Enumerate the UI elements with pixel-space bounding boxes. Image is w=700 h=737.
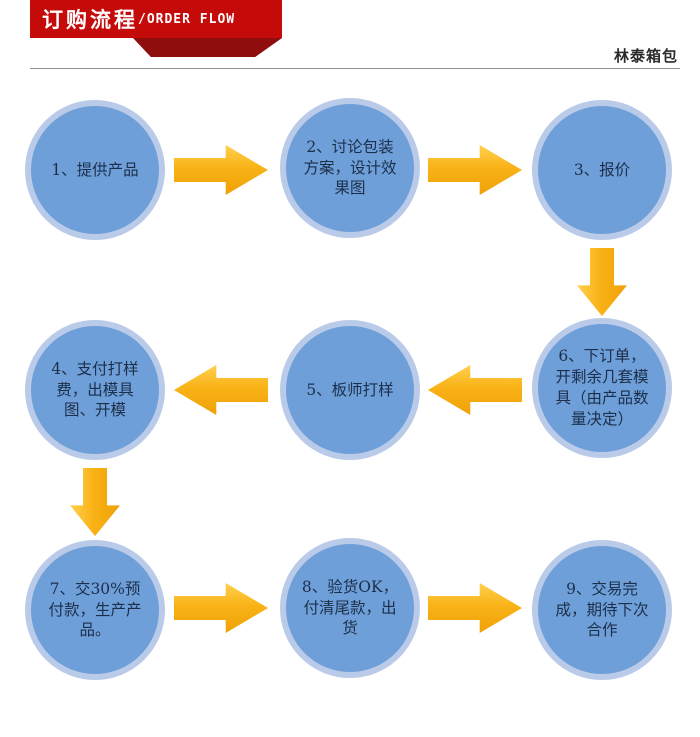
- arrow-1-to-2-icon: [174, 145, 268, 195]
- flow-node-4: 4、支付打样费，出模具图、开模: [25, 320, 165, 460]
- arrow-3-to-6-icon: [577, 248, 627, 316]
- flow-node-6: 6、下订单，开剩余几套模具（由产品数量决定）: [532, 318, 672, 458]
- page-title: 订购流程: [42, 8, 138, 32]
- arrow-8-to-9-icon: [428, 583, 522, 633]
- flow-node-1-label: 1、提供产品: [51, 160, 139, 179]
- arrow-6-to-5-icon: [428, 365, 522, 415]
- flow-node-3-label: 3、报价: [573, 160, 631, 179]
- flow-node-5: 5、板师打样: [280, 320, 420, 460]
- flow-node-8-label: 8、验货OK，付清尾款，出货: [301, 577, 399, 638]
- header-divider: [30, 68, 680, 69]
- flow-node-9: 9、交易完成，期待下次合作: [532, 540, 672, 680]
- flow-node-8: 8、验货OK，付清尾款，出货: [280, 538, 420, 678]
- flow-node-1: 1、提供产品: [25, 100, 165, 240]
- flow-node-2-label: 2、讨论包装方案，设计效果图: [303, 137, 397, 198]
- flow-node-7-label: 7、交30%预付款，生产产品。: [48, 579, 142, 640]
- arrow-5-to-4-icon: [174, 365, 268, 415]
- flow-node-9-label: 9、交易完成，期待下次合作: [555, 579, 649, 640]
- title-banner: 订购流程 /ORDER FLOW: [30, 0, 282, 38]
- arrow-2-to-3-icon: [428, 145, 522, 195]
- flow-node-7: 7、交30%预付款，生产产品。: [25, 540, 165, 680]
- banner-ribbon-shadow: [133, 38, 282, 57]
- flow-node-4-label: 4、支付打样费，出模具图、开模: [51, 359, 139, 420]
- page-title-en: /ORDER FLOW: [138, 11, 236, 27]
- flow-node-3: 3、报价: [532, 100, 672, 240]
- flow-node-5-label: 5、板师打样: [306, 380, 394, 399]
- brand-name: 林泰箱包: [613, 47, 678, 65]
- arrow-7-to-8-icon: [174, 583, 268, 633]
- arrow-4-to-7-icon: [70, 468, 120, 536]
- flow-node-2: 2、讨论包装方案，设计效果图: [280, 98, 420, 238]
- flow-node-6-label: 6、下订单，开剩余几套模具（由产品数量决定）: [555, 347, 649, 428]
